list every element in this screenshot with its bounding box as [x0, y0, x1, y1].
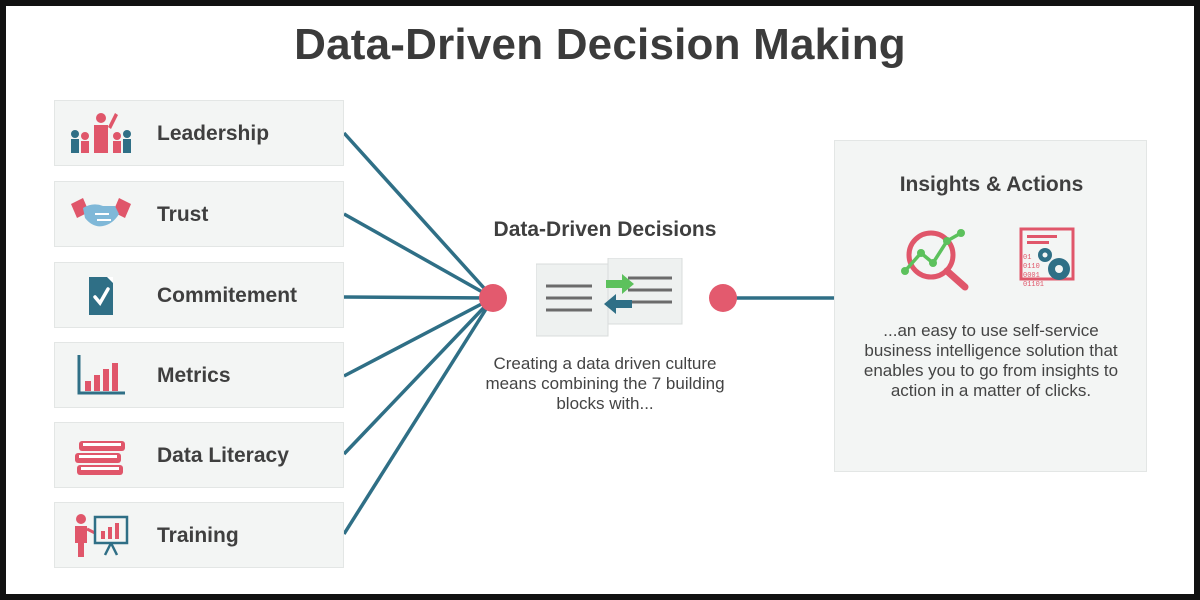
svg-text:0110: 0110: [1023, 263, 1040, 271]
data-gears-icon: 01 0110 0001 01101: [1019, 227, 1075, 289]
connector-training: [342, 297, 495, 535]
connector-trust: [343, 212, 494, 300]
center-title: Data-Driven Decisions: [493, 218, 717, 241]
connector-leadership: [342, 131, 495, 300]
insights-panel: Insights & Actions 01 0110 0001 01101 ..…: [834, 140, 1147, 472]
svg-text:01101: 01101: [1023, 281, 1044, 289]
right-node: [709, 284, 737, 312]
bar-chart-icon: [77, 355, 125, 395]
block-metrics: Metrics: [54, 342, 344, 408]
insights-title: Insights & Actions: [899, 173, 1084, 196]
block-label: Metrics: [157, 364, 231, 387]
block-leadership: Leadership: [54, 100, 344, 166]
connector-data-literacy: [342, 296, 495, 456]
magnifier-chart-icon: [901, 229, 969, 291]
block-data-literacy: Data Literacy: [54, 422, 344, 488]
page-title: Data-Driven Decision Making: [294, 20, 906, 69]
block-trust: Trust: [54, 181, 344, 247]
svg-text:0001: 0001: [1023, 272, 1040, 280]
books-icon: [75, 441, 125, 475]
block-label: Data Literacy: [157, 444, 289, 467]
center-description: Creating a data driven culture means com…: [485, 354, 725, 413]
leadership-icon: [71, 113, 131, 153]
insights-description: ...an easy to use self-service business …: [863, 321, 1119, 400]
connector-metrics: [343, 296, 494, 378]
block-label: Trust: [157, 203, 209, 226]
block-commitement: Commitement: [54, 262, 344, 328]
checkmark-document-icon: [89, 277, 113, 315]
svg-text:01: 01: [1023, 254, 1031, 262]
block-label: Commitement: [157, 284, 298, 307]
handshake-icon: [71, 198, 131, 227]
document-exchange-icon: [536, 258, 683, 337]
presentation-icon: [75, 514, 129, 557]
block-training: Training: [54, 502, 344, 568]
left-node: [479, 284, 507, 312]
connector-commitement: [343, 295, 494, 300]
block-label: Leadership: [157, 122, 270, 145]
block-label: Training: [157, 524, 239, 547]
